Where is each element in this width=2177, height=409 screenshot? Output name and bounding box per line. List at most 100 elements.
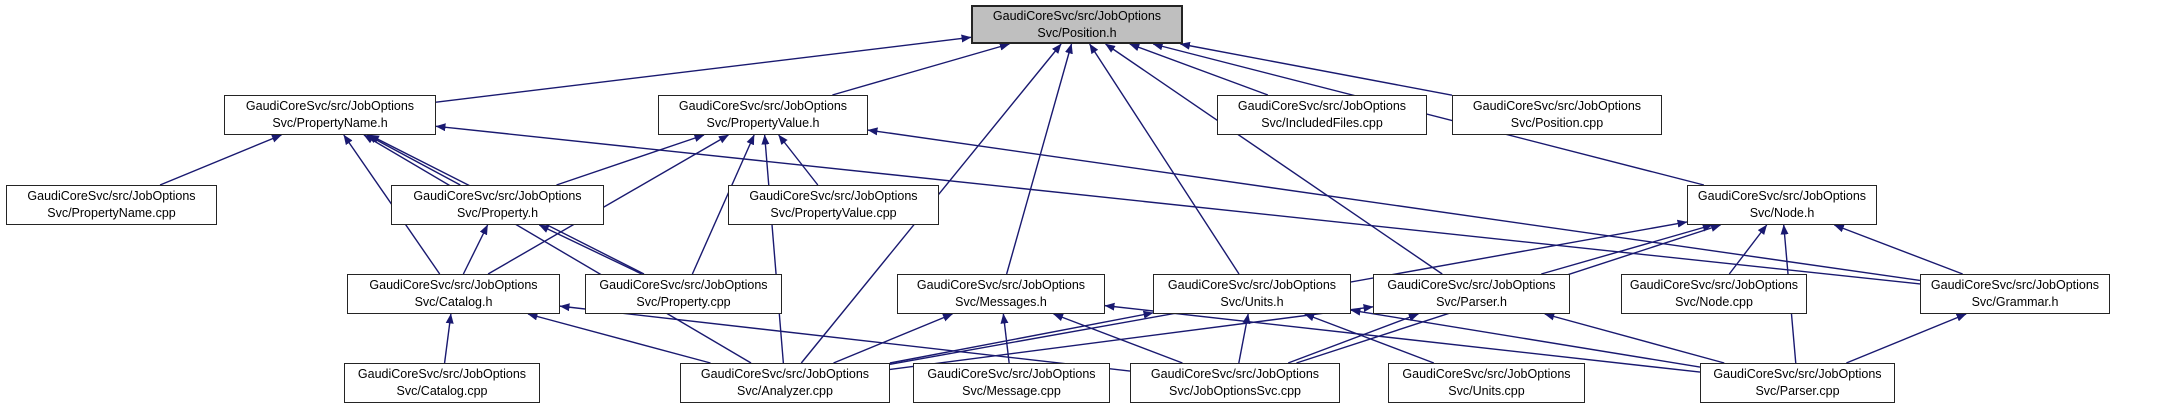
graph-node-label: Svc/Catalog.cpp bbox=[396, 384, 488, 398]
graph-node-label: Svc/Message.cpp bbox=[962, 384, 1061, 398]
graph-node-label: Svc/Node.h bbox=[1749, 206, 1815, 220]
include-edge-propertyname-cpp-to-propertyname-h bbox=[159, 134, 282, 186]
include-edge-includedfiles-cpp-to-position-h bbox=[1129, 43, 1269, 96]
graph-node-label: GaudiCoreSvc/src/JobOptions bbox=[1472, 99, 1642, 114]
include-edge-analyzer-cpp-to-parser-h bbox=[889, 304, 1374, 371]
graph-node-label: GaudiCoreSvc/src/JobOptions bbox=[1150, 367, 1320, 382]
include-edge-catalog-cpp-to-catalog-h bbox=[443, 313, 454, 364]
include-edge-node-cpp-to-node-h bbox=[1728, 224, 1768, 275]
include-edge-parser-h-to-position-h bbox=[1105, 43, 1443, 275]
graph-node-label: Svc/Property.cpp bbox=[636, 295, 731, 309]
graph-node-label: GaudiCoreSvc/src/JobOptions bbox=[700, 367, 870, 382]
graph-node-label: Svc/IncludedFiles.cpp bbox=[1261, 116, 1383, 130]
include-edge-propertyvalue-h-to-position-h bbox=[832, 42, 1010, 96]
include-edge-units-cpp-to-units-h bbox=[1304, 313, 1435, 364]
graph-node-label: GaudiCoreSvc/src/JobOptions bbox=[1402, 367, 1571, 382]
include-edge-joboptionssvc-cpp-to-parser-h bbox=[1287, 313, 1419, 364]
include-edge-property-cpp-to-property-h bbox=[538, 224, 643, 275]
graph-node-label: Svc/PropertyValue.cpp bbox=[770, 206, 897, 220]
include-edge-analyzer-cpp-to-messages-h bbox=[833, 313, 953, 364]
include-edge-parser-cpp-to-messages-h bbox=[1104, 302, 1701, 373]
include-edge-position-cpp-to-position-h bbox=[1179, 41, 1453, 96]
graph-node-label: Svc/Units.h bbox=[1220, 295, 1284, 309]
include-edge-property-h-to-propertyvalue-h bbox=[556, 134, 705, 186]
include-edge-analyzer-cpp-to-propertyvalue-h bbox=[761, 134, 785, 364]
include-edge-messages-h-to-position-h bbox=[1005, 43, 1073, 275]
graph-node-label: Svc/Position.cpp bbox=[1510, 116, 1604, 130]
graph-node-label: GaudiCoreSvc/src/JobOptions bbox=[369, 278, 538, 293]
graph-node-label: GaudiCoreSvc/src/JobOptions bbox=[927, 367, 1096, 382]
include-edge-joboptionssvc-cpp-to-units-h bbox=[1238, 313, 1251, 364]
graph-node-label: Svc/Parser.h bbox=[1436, 295, 1507, 309]
include-edge-analyzer-cpp-to-units-h bbox=[889, 310, 1154, 364]
graph-node-label: Svc/PropertyName.cpp bbox=[47, 206, 176, 220]
include-edge-parser-cpp-to-parser-h bbox=[1544, 312, 1725, 364]
include-edge-parser-h-to-node-h bbox=[1541, 223, 1713, 275]
graph-node-label: Svc/Position.h bbox=[1037, 25, 1117, 40]
graph-node-label: Svc/PropertyValue.h bbox=[706, 116, 820, 130]
include-edge-units-h-to-position-h bbox=[1089, 43, 1240, 275]
include-edge-grammar-h-to-propertyvalue-h bbox=[867, 127, 1921, 282]
include-edge-analyzer-cpp-to-catalog-h bbox=[527, 312, 711, 364]
graph-node-label: Svc/Messages.h bbox=[955, 295, 1047, 309]
graph-node-label: GaudiCoreSvc/src/JobOptions bbox=[1237, 99, 1407, 114]
graph-node-label: GaudiCoreSvc/src/JobOptions bbox=[27, 189, 196, 204]
graph-node-label: GaudiCoreSvc/src/JobOptions bbox=[413, 189, 582, 204]
include-edge-joboptionssvc-cpp-to-messages-h bbox=[1053, 313, 1183, 364]
graph-node-label: GaudiCoreSvc/src/JobOptions bbox=[916, 278, 1086, 293]
graph-node-label: Svc/Grammar.h bbox=[1971, 295, 2059, 309]
graph-node-label: GaudiCoreSvc/src/JobOptions bbox=[992, 8, 1162, 23]
include-edge-grammar-h-to-node-h bbox=[1833, 224, 1963, 275]
graph-node-label: Svc/Parser.cpp bbox=[1755, 384, 1840, 398]
include-edge-propertyvalue-cpp-to-propertyvalue-h bbox=[778, 134, 819, 186]
include-edge-analyzer-cpp-to-propertyname-h bbox=[363, 134, 752, 364]
include-edge-propertyname-h-to-position-h bbox=[435, 34, 972, 103]
graph-node-label: GaudiCoreSvc/src/JobOptions bbox=[1167, 278, 1337, 293]
graph-node-label: Svc/Catalog.h bbox=[414, 295, 493, 309]
graph-node-label: GaudiCoreSvc/src/JobOptions bbox=[357, 367, 527, 382]
graph-node-label: Svc/Units.cpp bbox=[1448, 384, 1525, 398]
graph-node-label: GaudiCoreSvc/src/JobOptions bbox=[1697, 189, 1867, 204]
graph-node-label: GaudiCoreSvc/src/JobOptions bbox=[1713, 367, 1882, 382]
graph-node-label: GaudiCoreSvc/src/JobOptions bbox=[245, 99, 415, 114]
include-edge-property-cpp-to-propertyvalue-h bbox=[691, 134, 755, 275]
graph-node-label: GaudiCoreSvc/src/JobOptions bbox=[749, 189, 918, 204]
include-edge-grammar-h-to-propertyname-h bbox=[435, 123, 1921, 285]
include-edge-parser-cpp-to-grammar-h bbox=[1846, 313, 1967, 364]
include-edge-joboptionssvc-cpp-to-catalog-h bbox=[559, 303, 1131, 372]
graph-node-label: Svc/JobOptionsSvc.cpp bbox=[1168, 384, 1301, 398]
graph-node-label: Svc/Property.h bbox=[456, 206, 539, 220]
graph-node-label: GaudiCoreSvc/src/JobOptions bbox=[1629, 278, 1799, 293]
include-edge-catalog-h-to-propertyvalue-h bbox=[487, 134, 729, 275]
graph-node-label: GaudiCoreSvc/src/JobOptions bbox=[678, 99, 848, 114]
include-edge-node-h-to-position-h bbox=[1152, 42, 1705, 186]
graph-node-label: GaudiCoreSvc/src/JobOptions bbox=[1930, 278, 2100, 293]
include-edge-catalog-h-to-property-h bbox=[462, 224, 489, 275]
include-edge-property-h-to-propertyname-h bbox=[366, 134, 461, 186]
graph-node-label: Svc/Analyzer.cpp bbox=[737, 384, 833, 398]
graph-node-label: GaudiCoreSvc/src/JobOptions bbox=[1387, 278, 1556, 293]
